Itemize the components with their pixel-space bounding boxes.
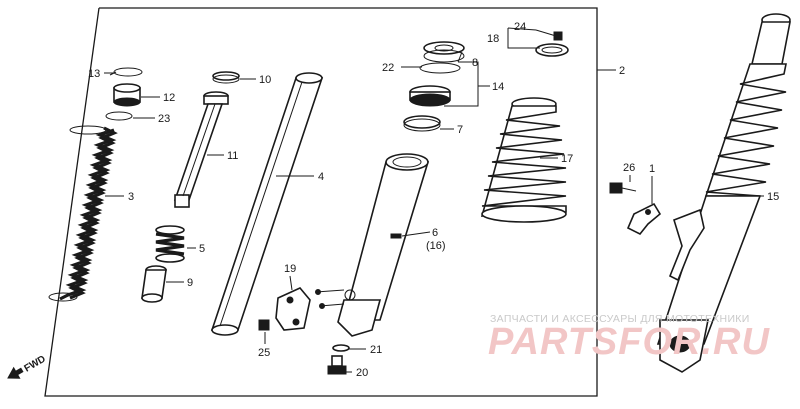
watermark-caption: ЗАПЧАСТИ И АКСЕССУАРЫ ДЛЯ МОТОТЕХНИКИ <box>490 313 750 325</box>
callout-4: 4 <box>318 171 324 183</box>
part-6-fork-slider <box>315 153 430 337</box>
part-3-fork-spring <box>48 125 118 302</box>
part-19-caliper-bracket <box>275 287 311 331</box>
part-7-back-up-ring <box>403 115 441 132</box>
callout-1: 1 <box>649 163 655 175</box>
callout-2: 2 <box>619 65 625 77</box>
part-21-washer <box>332 344 350 352</box>
callout-17: 17 <box>561 153 573 165</box>
part-13-clip <box>109 67 143 77</box>
part-15-fork-assembly <box>656 13 791 373</box>
part-18-boot-band <box>535 43 569 57</box>
part-8-dust-seal <box>423 41 465 63</box>
part-12-spring-seat <box>113 83 141 107</box>
callout-19: 19 <box>284 263 296 275</box>
part-9-oil-lock-piece <box>141 265 167 303</box>
callout-7: 7 <box>457 124 463 136</box>
part-10-ring <box>212 71 240 84</box>
part-26-bolt <box>609 182 637 194</box>
callout-24: 24 <box>514 21 526 33</box>
callout-5: 5 <box>199 243 205 255</box>
part-4-fork-pipe <box>210 72 324 336</box>
part-24-screw <box>535 29 563 41</box>
watermark-brand: PARTSFOR.RU <box>488 321 770 363</box>
part-23-o-ring <box>105 111 133 121</box>
callout-6-sub: (16) <box>426 240 446 252</box>
callout-8: 8 <box>472 57 478 69</box>
part-22-stopper-ring <box>419 62 461 74</box>
callout-26: 26 <box>623 162 635 174</box>
callout-21: 21 <box>370 344 382 356</box>
callout-10: 10 <box>259 74 271 86</box>
callout-14: 14 <box>492 81 504 93</box>
callout-18: 18 <box>487 33 499 45</box>
part-11-damper-rod <box>173 91 229 208</box>
fwd-label: FWD <box>22 354 47 375</box>
part-25-nut <box>258 319 270 331</box>
callout-20: 20 <box>356 367 368 379</box>
assembly-frame <box>44 7 598 397</box>
part-5-rebound-spring <box>155 225 185 263</box>
part-20-bolt <box>327 355 347 375</box>
callout-25: 25 <box>258 347 270 359</box>
callout-11: 11 <box>227 150 238 162</box>
fwd-arrow-icon <box>7 366 24 379</box>
callout-3: 3 <box>128 191 134 203</box>
fwd-indicator: FWD <box>7 354 48 379</box>
leader-lines <box>104 27 764 373</box>
callout-12: 12 <box>163 92 175 104</box>
callout-15: 15 <box>767 191 779 203</box>
part-1-reflector-bracket <box>626 202 662 236</box>
part-17-fork-boot <box>480 97 567 223</box>
callout-9: 9 <box>187 277 193 289</box>
callout-22: 22 <box>382 62 394 74</box>
callout-23: 23 <box>158 113 170 125</box>
callout-13: 13 <box>88 68 100 80</box>
part-14-oil-seal <box>409 85 451 107</box>
callout-6: 6 <box>432 227 438 239</box>
